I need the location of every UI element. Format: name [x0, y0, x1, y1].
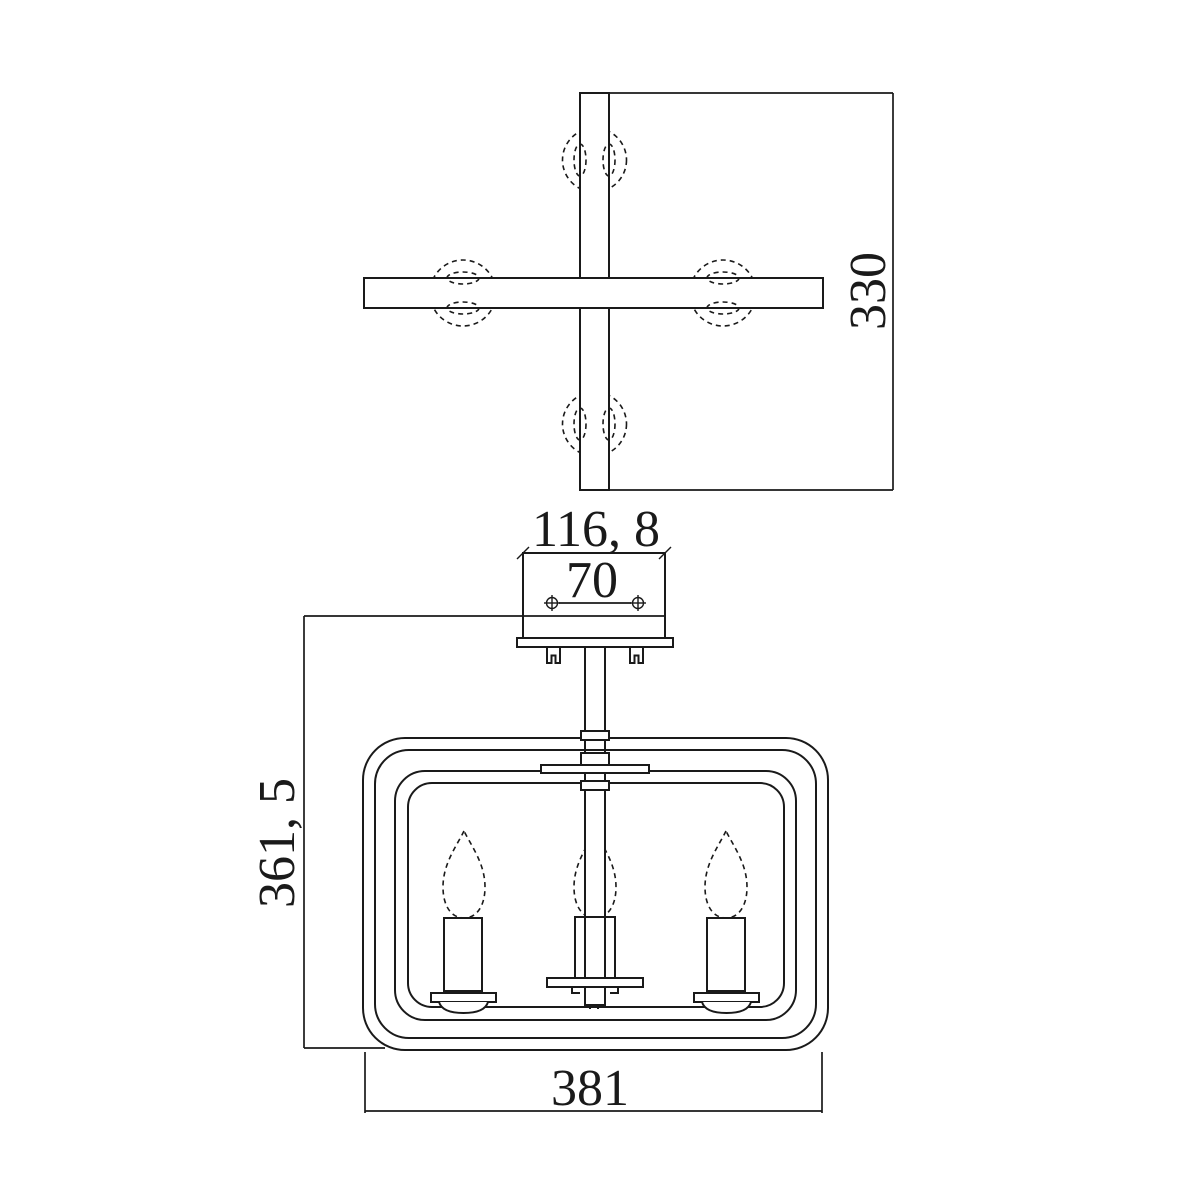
stem-collar-middle: [580, 752, 610, 766]
candle-base-dome-right: [701, 1001, 752, 1015]
ceiling-plate: [516, 637, 674, 648]
bulb-flame-right: [704, 829, 748, 919]
bulb-socket-bottom-circle: [561, 391, 628, 457]
crossbar-tab-right: [610, 987, 619, 994]
dim-361-5-label: 361, 5: [249, 778, 306, 908]
center-column: [584, 789, 606, 1006]
dim-70-label: 70: [566, 552, 618, 609]
socket-detail: [602, 407, 616, 441]
socket-detail: [446, 271, 480, 285]
dim-381-label: 381: [551, 1060, 629, 1117]
crossbar-horizontal: [363, 277, 824, 309]
stem-collar-upper: [580, 730, 610, 741]
mounting-crossbar-top: [540, 764, 650, 774]
socket-detail: [573, 407, 587, 441]
dim-tick: [516, 546, 530, 560]
socket-detail: [446, 301, 480, 315]
mount-hole-mark-right: [630, 595, 646, 611]
socket-detail: [706, 271, 740, 285]
dim-tick: [658, 546, 672, 560]
dim-330-label: 330: [840, 252, 897, 330]
mount-hole-mark-left: [544, 595, 560, 611]
candle-sleeve-right: [706, 917, 746, 992]
socket-detail: [706, 301, 740, 315]
candle-base-plate-left: [430, 992, 497, 1003]
crossbar-tab-left: [571, 987, 580, 994]
candle-base-dome-left: [438, 1001, 489, 1015]
screw-tab-right: [629, 647, 644, 664]
mounting-crossbar-bottom: [546, 977, 644, 988]
stem-collar-lower: [580, 780, 610, 791]
candle-base-plate-right: [693, 992, 760, 1003]
socket-detail: [602, 143, 616, 177]
bulb-socket-top-circle: [561, 127, 628, 193]
screw-tab-left: [546, 647, 561, 664]
frame-outer-inner-edge: [374, 749, 817, 1039]
candle-sleeve-left: [443, 917, 483, 992]
top-view: 330: [363, 92, 897, 491]
socket-detail: [573, 143, 587, 177]
dim-116-8-label: 116, 8: [532, 501, 660, 558]
front-view: 116, 8 70: [249, 501, 829, 1117]
bulb-flame-left: [442, 829, 486, 919]
